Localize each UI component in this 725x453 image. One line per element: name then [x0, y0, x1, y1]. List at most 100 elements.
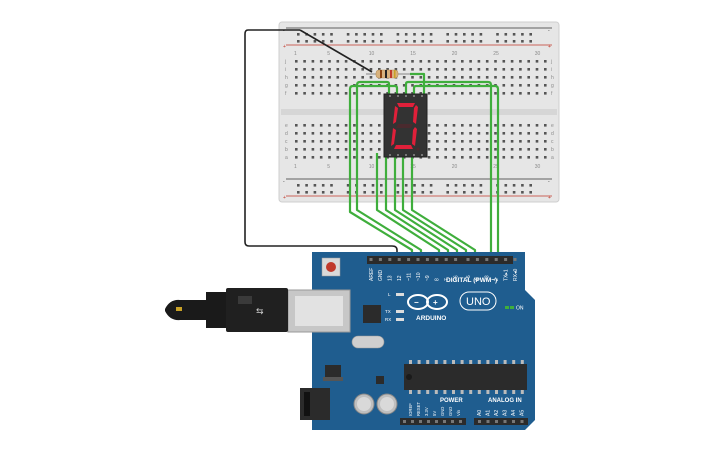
terminal-hole[interactable]: [328, 148, 331, 151]
terminal-hole[interactable]: [295, 156, 298, 159]
terminal-hole[interactable]: [303, 68, 306, 71]
terminal-hole[interactable]: [527, 156, 530, 159]
terminal-hole[interactable]: [344, 140, 348, 143]
analog-pin[interactable]: [495, 420, 498, 423]
terminal-hole[interactable]: [328, 84, 331, 87]
terminal-hole[interactable]: [419, 76, 423, 79]
rail-hole[interactable]: [463, 40, 466, 43]
digital-pin[interactable]: [454, 258, 458, 261]
rail-hole[interactable]: [454, 40, 458, 43]
terminal-hole[interactable]: [510, 140, 514, 143]
terminal-hole[interactable]: [319, 140, 323, 143]
power-pin[interactable]: [411, 420, 414, 423]
terminal-hole[interactable]: [303, 132, 306, 135]
terminal-hole[interactable]: [436, 124, 439, 127]
terminal-hole[interactable]: [452, 148, 456, 151]
terminal-hole[interactable]: [544, 84, 547, 87]
terminal-hole[interactable]: [319, 68, 323, 71]
terminal-hole[interactable]: [319, 84, 323, 87]
terminal-hole[interactable]: [494, 68, 497, 71]
rail-hole[interactable]: [330, 33, 333, 36]
terminal-hole[interactable]: [502, 124, 506, 127]
terminal-hole[interactable]: [544, 124, 547, 127]
rail-hole[interactable]: [297, 33, 300, 36]
power-pin[interactable]: [451, 420, 454, 423]
rail-hole[interactable]: [463, 191, 466, 194]
rail-hole[interactable]: [305, 40, 308, 43]
terminal-hole[interactable]: [336, 60, 340, 63]
power-pin[interactable]: [427, 420, 430, 423]
terminal-hole[interactable]: [319, 132, 323, 135]
rail-hole[interactable]: [396, 184, 400, 187]
rail-hole[interactable]: [321, 184, 325, 187]
terminal-hole[interactable]: [436, 76, 439, 79]
terminal-hole[interactable]: [411, 60, 414, 63]
terminal-hole[interactable]: [369, 148, 373, 151]
terminal-hole[interactable]: [378, 60, 381, 63]
rail-hole[interactable]: [413, 191, 416, 194]
terminal-hole[interactable]: [295, 148, 298, 151]
terminal-hole[interactable]: [452, 140, 456, 143]
terminal-hole[interactable]: [510, 68, 514, 71]
terminal-hole[interactable]: [311, 140, 315, 143]
rail-hole[interactable]: [321, 33, 325, 36]
terminal-hole[interactable]: [295, 132, 298, 135]
terminal-hole[interactable]: [378, 140, 381, 143]
terminal-hole[interactable]: [353, 148, 356, 151]
terminal-hole[interactable]: [452, 156, 456, 159]
terminal-hole[interactable]: [452, 132, 456, 135]
terminal-hole[interactable]: [527, 60, 530, 63]
terminal-hole[interactable]: [427, 148, 431, 151]
terminal-hole[interactable]: [502, 84, 506, 87]
terminal-hole[interactable]: [361, 140, 364, 143]
terminal-hole[interactable]: [353, 156, 356, 159]
terminal-hole[interactable]: [519, 68, 522, 71]
terminal-hole[interactable]: [485, 132, 489, 135]
rail-hole[interactable]: [504, 191, 508, 194]
rail-hole[interactable]: [346, 184, 350, 187]
terminal-hole[interactable]: [336, 92, 340, 95]
terminal-hole[interactable]: [444, 148, 447, 151]
terminal-hole[interactable]: [419, 92, 423, 95]
terminal-hole[interactable]: [328, 92, 331, 95]
terminal-hole[interactable]: [419, 60, 423, 63]
terminal-hole[interactable]: [402, 68, 406, 71]
rail-hole[interactable]: [363, 191, 366, 194]
rail-hole[interactable]: [471, 191, 474, 194]
terminal-hole[interactable]: [461, 76, 464, 79]
terminal-hole[interactable]: [353, 124, 356, 127]
terminal-hole[interactable]: [427, 60, 431, 63]
terminal-hole[interactable]: [344, 148, 348, 151]
terminal-hole[interactable]: [502, 76, 506, 79]
rail-hole[interactable]: [529, 33, 532, 36]
rail-hole[interactable]: [429, 184, 433, 187]
digital-pin[interactable]: [425, 258, 429, 261]
rail-hole[interactable]: [355, 40, 358, 43]
digital-pin[interactable]: [475, 258, 479, 261]
rail-hole[interactable]: [396, 191, 400, 194]
terminal-hole[interactable]: [452, 60, 456, 63]
terminal-hole[interactable]: [477, 156, 481, 159]
terminal-hole[interactable]: [386, 68, 389, 71]
terminal-hole[interactable]: [344, 124, 348, 127]
terminal-hole[interactable]: [344, 84, 348, 87]
rail-hole[interactable]: [313, 33, 317, 36]
terminal-hole[interactable]: [469, 132, 472, 135]
terminal-hole[interactable]: [319, 148, 323, 151]
rail-hole[interactable]: [321, 191, 325, 194]
terminal-hole[interactable]: [444, 60, 447, 63]
rail-hole[interactable]: [429, 40, 433, 43]
terminal-hole[interactable]: [319, 76, 323, 79]
terminal-hole[interactable]: [452, 68, 456, 71]
terminal-hole[interactable]: [527, 140, 530, 143]
reset-button-cap[interactable]: [326, 262, 336, 272]
terminal-hole[interactable]: [311, 68, 315, 71]
rail-hole[interactable]: [512, 33, 516, 36]
terminal-hole[interactable]: [402, 84, 406, 87]
terminal-hole[interactable]: [535, 140, 539, 143]
rail-hole[interactable]: [521, 184, 524, 187]
terminal-hole[interactable]: [353, 76, 356, 79]
terminal-hole[interactable]: [336, 68, 340, 71]
terminal-hole[interactable]: [535, 60, 539, 63]
terminal-hole[interactable]: [544, 148, 547, 151]
